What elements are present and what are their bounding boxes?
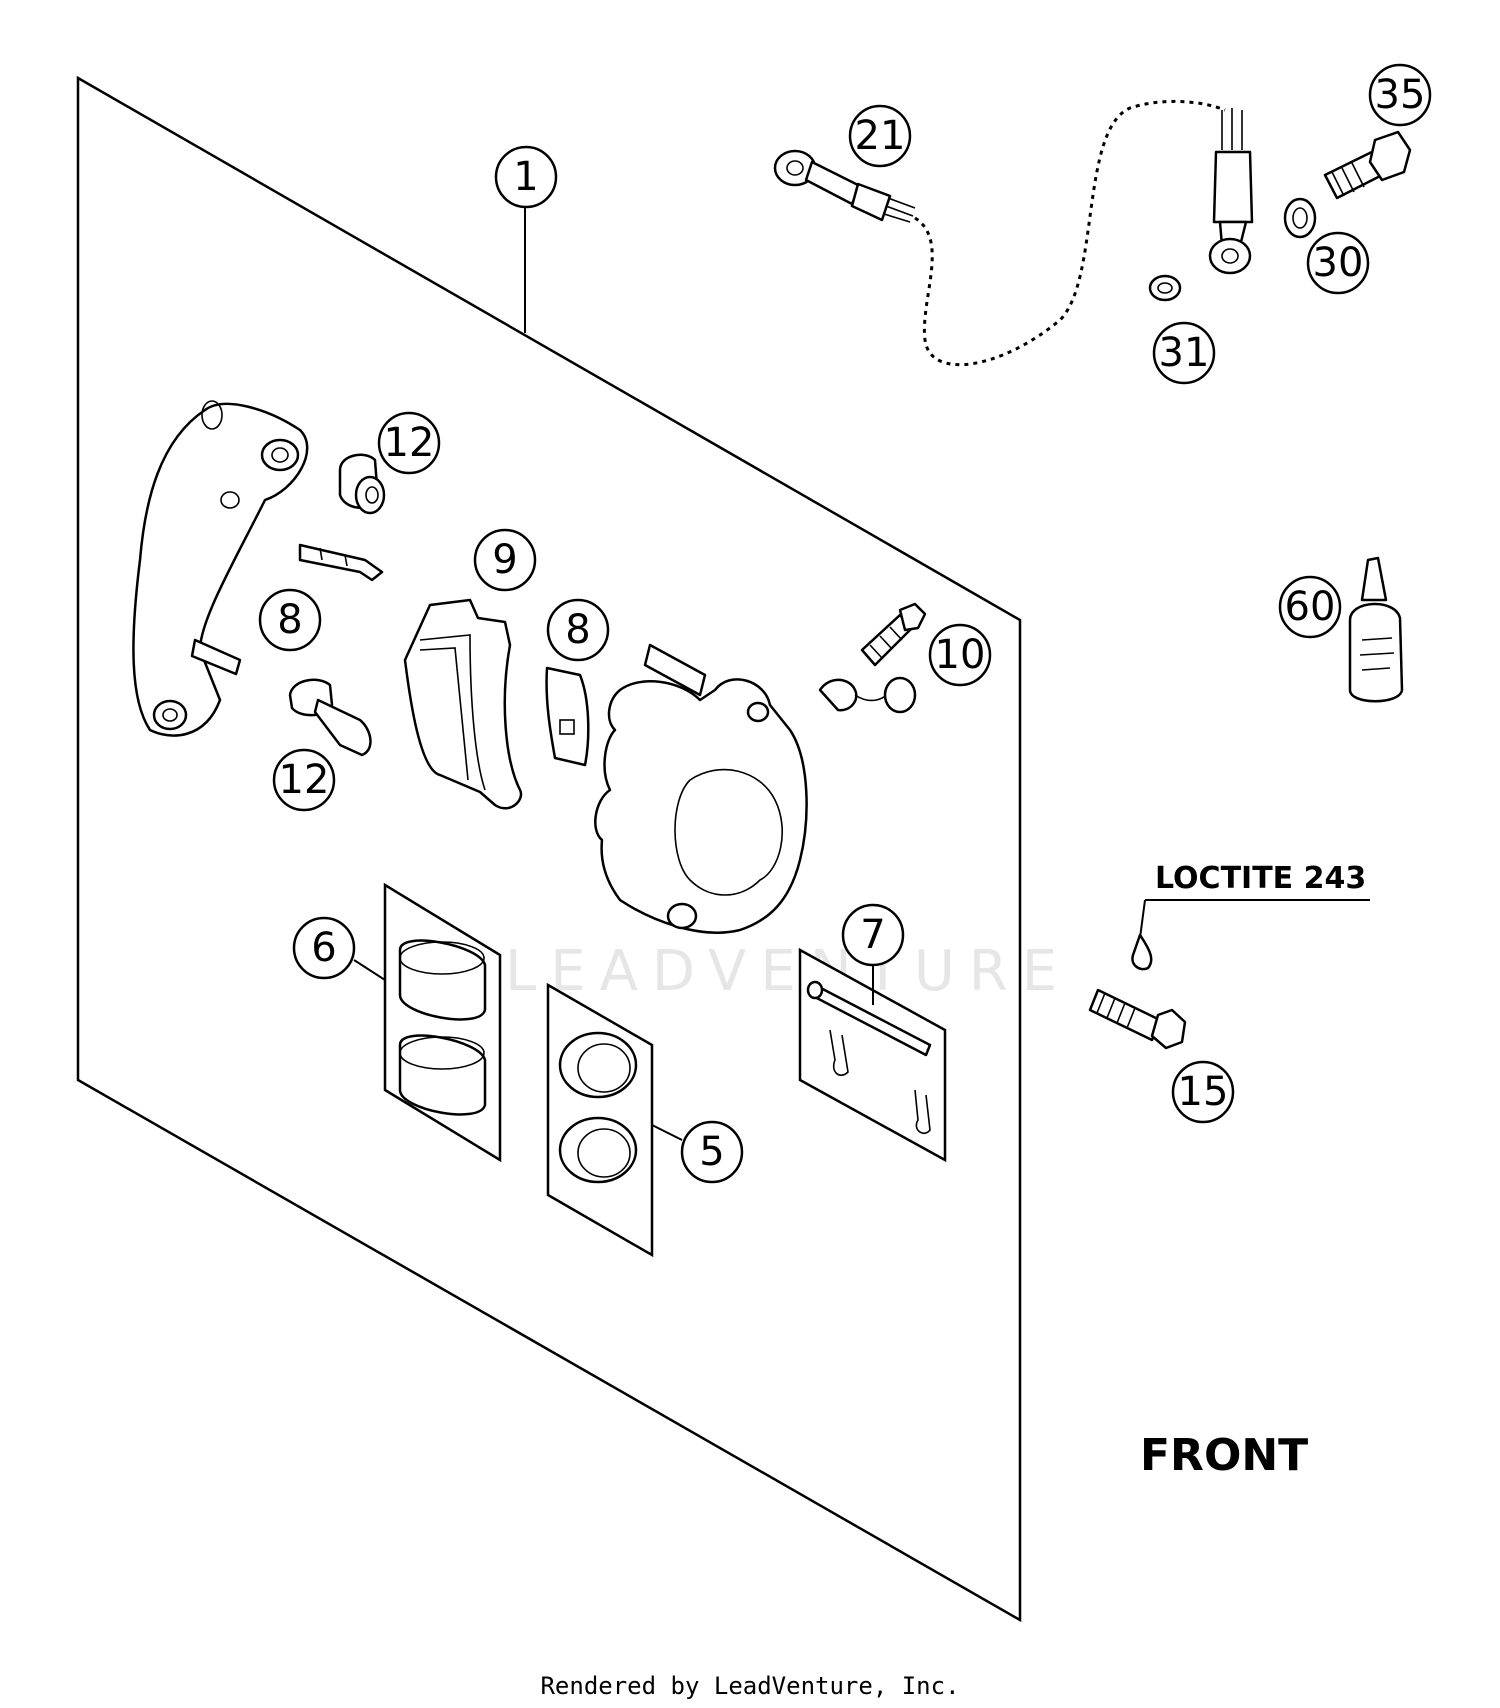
bleeder-valve-drawing — [818, 602, 927, 714]
front-label: FRONT — [1140, 1430, 1308, 1481]
caliper-bracket-drawing — [132, 400, 309, 737]
callout-35: 35 — [1368, 63, 1432, 127]
callout-10-label: 10 — [935, 632, 986, 678]
callout-30-label: 30 — [1313, 240, 1364, 286]
callout-60-label: 60 — [1285, 584, 1336, 630]
pad-spring-left-drawing — [298, 543, 384, 582]
watermark-text: LEADVENTURE — [505, 939, 1071, 1004]
callout-9-label: 9 — [492, 537, 517, 583]
caliper-body-drawing — [594, 643, 808, 934]
washer-31-drawing — [1148, 274, 1182, 302]
callout-31: 31 — [1152, 321, 1216, 385]
callout-1-label: 1 — [513, 154, 538, 200]
loctite-note: LOCTITE 243 — [1155, 861, 1366, 896]
callout-8-right-label: 8 — [565, 607, 590, 653]
callout-7: 7 — [841, 903, 905, 967]
loctite-leader — [1139, 899, 1146, 939]
callout-8-left-label: 8 — [277, 597, 302, 643]
callout-1: 1 — [494, 145, 558, 209]
callout-8-left: 8 — [258, 588, 322, 652]
slider-bush-upper-drawing — [338, 453, 386, 515]
loctite-drop-icon — [1131, 933, 1153, 971]
threadlock-bottle-drawing — [1348, 556, 1404, 703]
slider-pin-lower-drawing — [288, 678, 372, 757]
callout-6: 6 — [292, 916, 356, 980]
banjo-bolt-drawing — [1323, 130, 1412, 200]
pins-drawing — [806, 980, 932, 1135]
seals-drawing — [558, 1031, 638, 1184]
callout-60: 60 — [1278, 575, 1342, 639]
piston-kit-box — [383, 882, 502, 1163]
callout-6-label: 6 — [311, 925, 336, 971]
callout-15: 15 — [1171, 1060, 1235, 1124]
callout-9: 9 — [473, 528, 537, 592]
bolt-15-drawing — [1088, 988, 1187, 1050]
callout-31-label: 31 — [1159, 330, 1210, 376]
callout-5: 5 — [680, 1120, 744, 1184]
caliper-assembly-panel — [76, 75, 1022, 1623]
pad-spring-right-drawing — [545, 666, 590, 767]
brake-pad-drawing — [403, 598, 523, 810]
callout-10: 10 — [928, 623, 992, 687]
callout-12-lower-label: 12 — [279, 757, 330, 803]
footer-credit: Rendered by LeadVenture, Inc. — [540, 1672, 960, 1700]
callout-12-upper-label: 12 — [384, 420, 435, 466]
leader-6 — [353, 959, 386, 981]
callout-12-lower: 12 — [272, 748, 336, 812]
callout-12-upper: 12 — [377, 411, 441, 475]
washer-30-drawing — [1283, 197, 1317, 239]
callout-30: 30 — [1306, 231, 1370, 295]
callout-35-label: 35 — [1375, 72, 1426, 118]
callout-21-label: 21 — [855, 113, 906, 159]
callout-5-label: 5 — [699, 1129, 724, 1175]
callout-7-label: 7 — [860, 912, 885, 958]
leader-5 — [651, 1124, 683, 1141]
pistons-drawing — [398, 939, 487, 1116]
callout-8-right: 8 — [546, 598, 610, 662]
callout-21: 21 — [848, 104, 912, 168]
brake-hose-drawing — [773, 100, 1254, 367]
callout-15-label: 15 — [1178, 1069, 1229, 1115]
